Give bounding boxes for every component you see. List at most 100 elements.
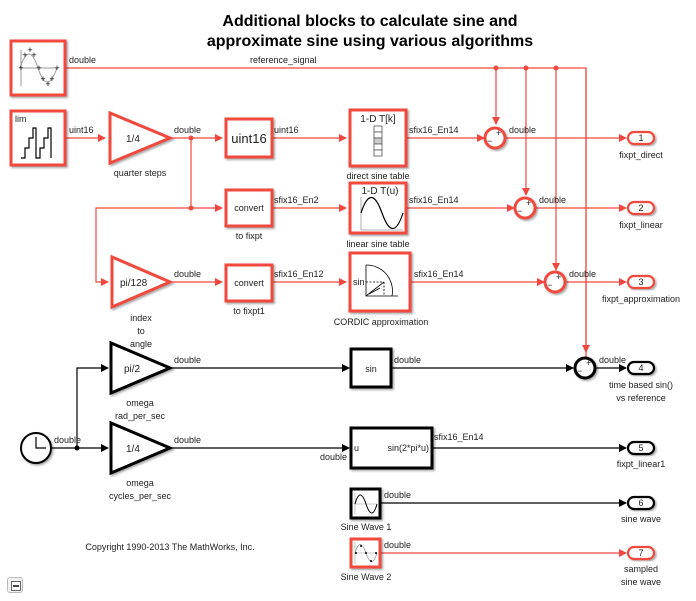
outport-number: 4 xyxy=(638,363,643,373)
outport-number: 2 xyxy=(638,203,643,213)
outport-number: 3 xyxy=(638,277,643,287)
outport-6[interactable]: 6 xyxy=(626,495,656,511)
block-name: CORDIC approximation xyxy=(334,317,429,327)
index-to-angle-gain-block[interactable]: pi/128 xyxy=(110,254,174,310)
wire-to-index-angle[interactable] xyxy=(95,207,191,286)
signal-label: uint16 xyxy=(274,125,299,135)
sum-sign: − xyxy=(487,136,492,146)
outport-2[interactable]: 2 xyxy=(626,200,656,216)
svg-text:+: + xyxy=(27,45,32,55)
reference-source-block[interactable]: ++++ +++++ xyxy=(9,39,67,97)
block-name: direct sine table xyxy=(346,171,409,181)
sine-wave-1-block[interactable] xyxy=(349,487,382,520)
uint16-convert-block[interactable]: uint16 xyxy=(224,117,274,159)
signal-label: double xyxy=(384,490,411,500)
sum-sign: − xyxy=(547,280,552,290)
sum-block-3[interactable]: + − xyxy=(543,270,567,294)
to-fixpt-block[interactable]: convert xyxy=(224,188,274,228)
block-name: Sine Wave 1 xyxy=(341,522,392,532)
outport-name: time based sin() xyxy=(609,380,673,390)
outport-1[interactable]: 1 xyxy=(626,130,656,146)
sum-sign: − xyxy=(517,206,522,216)
outport-name: vs reference xyxy=(616,393,666,403)
cordic-block[interactable]: sin xyxy=(348,251,412,313)
svg-text:+: + xyxy=(45,79,50,89)
signal-labels: double reference_signal uint16 double ui… xyxy=(54,55,626,550)
sine-wave-2-block[interactable] xyxy=(349,537,382,569)
block-text: convert xyxy=(234,278,264,288)
outport-number: 5 xyxy=(638,443,643,453)
omega-cycles-gain-block[interactable]: 1/4 xyxy=(109,420,174,476)
svg-text:+: + xyxy=(31,50,36,60)
table-icon xyxy=(373,125,383,157)
block-name: Sine Wave 2 xyxy=(341,572,392,582)
to-fixpt1-block[interactable]: convert xyxy=(224,263,274,303)
outport-name: fixpt_approximation xyxy=(602,294,680,304)
outport-5[interactable]: 5 xyxy=(626,440,656,456)
gain-value: 1/4 xyxy=(126,134,140,145)
outport-name: sine wave xyxy=(621,514,661,524)
block-name-line: index xyxy=(130,313,152,323)
block-name-line: to xyxy=(137,326,145,336)
lim-source-block[interactable]: lim xyxy=(9,109,67,167)
block-name: to fixpt1 xyxy=(233,306,265,316)
clock-block[interactable] xyxy=(20,432,52,464)
title-line-1: Additional blocks to calculate sine and xyxy=(222,13,517,30)
signal-label: double xyxy=(539,195,566,205)
signal-label: double xyxy=(509,125,536,135)
sampled-sine-icon xyxy=(354,542,378,564)
sine-curve-icon xyxy=(360,196,404,231)
outport-name: fixpt_linear xyxy=(619,220,663,230)
outport-4[interactable]: 4 xyxy=(626,360,656,376)
direct-sine-table-block[interactable]: 1-D T[k] xyxy=(348,108,408,168)
svg-text:+: + xyxy=(18,63,23,73)
signal-label: sfix16_En14 xyxy=(414,269,464,279)
sum-sign: + xyxy=(526,198,531,208)
cordic-icon xyxy=(365,264,398,297)
block-name-line: cycles_per_sec xyxy=(109,491,172,501)
block-name: quarter steps xyxy=(114,168,167,178)
sampled-sine-icon: ++++ +++++ xyxy=(18,45,59,89)
signal-label: double xyxy=(174,355,201,365)
copyright-text: Copyright 1990-2013 The MathWorks, Inc. xyxy=(85,542,254,552)
outport-name: sine wave xyxy=(621,577,661,587)
outport-name: fixpt_direct xyxy=(619,150,663,160)
signal-label: uint16 xyxy=(69,125,94,135)
block-text: 1-D T(u) xyxy=(361,186,398,197)
wires xyxy=(52,65,627,557)
title-line-2: approximate sine using various algorithm… xyxy=(207,33,533,50)
outport-7[interactable]: 7 xyxy=(626,545,656,561)
gain-value: 1/4 xyxy=(126,444,140,455)
svg-text:+: + xyxy=(36,63,41,73)
wire-gain-to-fixpt[interactable] xyxy=(190,138,223,212)
quarter-steps-gain-block[interactable]: 1/4 xyxy=(108,110,174,166)
block-text: uint16 xyxy=(231,131,266,146)
sin2piu-block[interactable]: u sin(2*pi*u) xyxy=(349,426,434,470)
omega-rad-gain-block[interactable]: pi/2 xyxy=(109,340,174,396)
sum-block-1[interactable]: + − xyxy=(483,126,507,150)
sum-block-4[interactable]: + − xyxy=(573,356,597,380)
hide-panel-button[interactable] xyxy=(7,577,23,593)
sum-block-2[interactable]: + − xyxy=(513,196,537,220)
signal-label-reference: reference_signal xyxy=(250,55,317,65)
signal-label: double xyxy=(394,355,421,365)
wire-clock-to-rad[interactable] xyxy=(76,364,109,448)
svg-text:+: + xyxy=(40,74,45,84)
outport-3[interactable]: 3 xyxy=(626,274,656,290)
block-name: linear sine table xyxy=(346,239,409,249)
signal-label: sfix16_En14 xyxy=(434,432,484,442)
branch-point xyxy=(553,65,559,71)
sin-function-block[interactable]: sin xyxy=(349,347,393,389)
block-text: 1-D T[k] xyxy=(360,114,396,125)
port-label: u xyxy=(354,443,359,453)
signal-label: double xyxy=(320,452,347,462)
signal-label: double xyxy=(384,540,411,550)
signal-label: sfix16_En14 xyxy=(409,195,459,205)
linear-sine-table-block[interactable]: 1-D T(u) xyxy=(348,181,408,235)
block-text: sin(2*pi*u) xyxy=(387,443,429,453)
outport-number: 7 xyxy=(638,548,643,558)
svg-text:+: + xyxy=(22,50,27,60)
sine-wave-icon xyxy=(354,493,378,514)
gain-value: pi/2 xyxy=(124,364,141,375)
outport-name: fixpt_linear1 xyxy=(617,459,666,469)
